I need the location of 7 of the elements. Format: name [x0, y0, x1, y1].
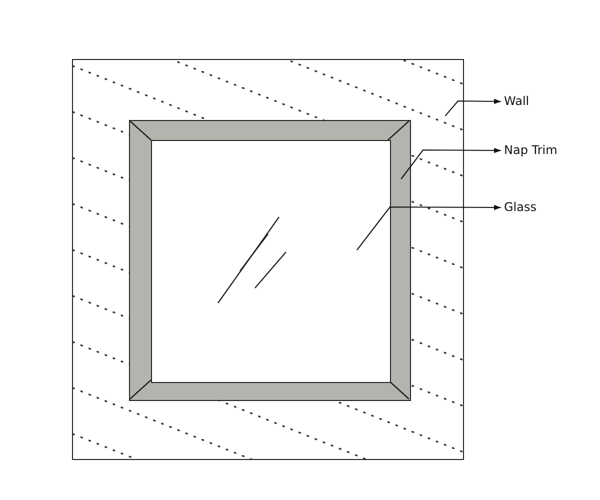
part-label: Nap Trim [504, 142, 558, 158]
part-label: Glass [504, 199, 536, 215]
leader-line [444, 98, 501, 116]
part-label: Wall [504, 93, 530, 109]
leader-line [400, 148, 501, 180]
leader-line [356, 204, 501, 250]
glass-pane [151, 140, 391, 383]
